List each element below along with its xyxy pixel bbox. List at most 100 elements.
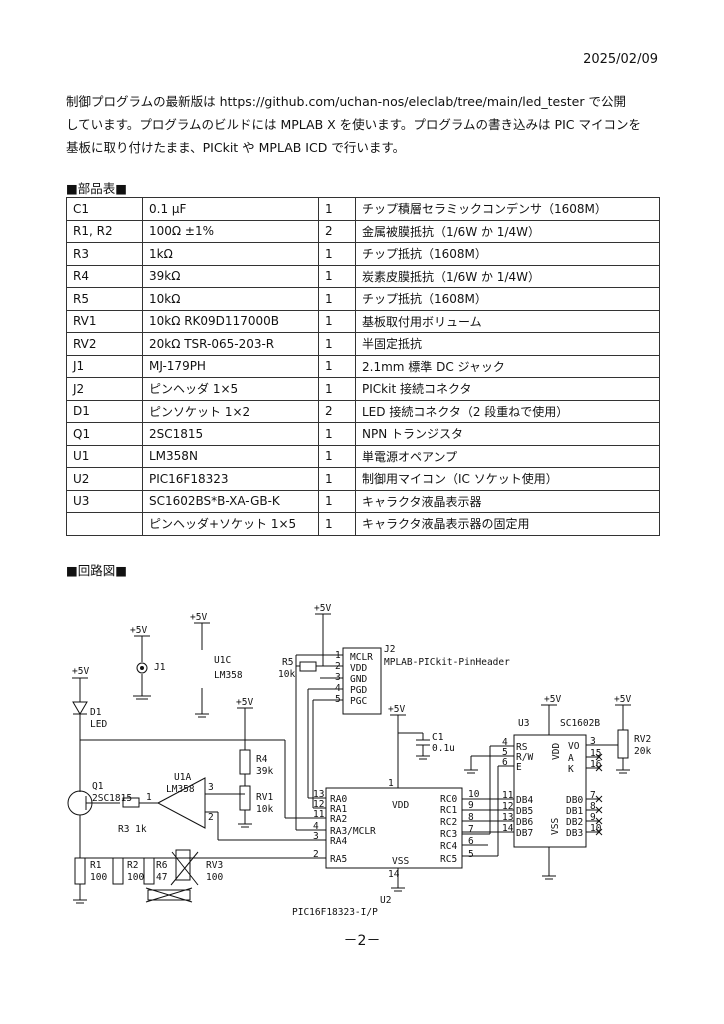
u2-right-pin-number: 10 (468, 789, 480, 800)
part-qty-cell: 1 (318, 309, 356, 333)
r5-label: R5 (282, 657, 293, 668)
svg-text:14: 14 (388, 869, 400, 880)
opamp-power-u1c: +5V U1C LM358 (190, 612, 243, 718)
divider-r4-rv1: +5V R4 39k RV1 10k (236, 697, 320, 828)
vcc-label: +5V (130, 625, 147, 636)
u2-right-pin-number: 5 (468, 849, 474, 860)
svg-text:2: 2 (208, 812, 214, 823)
part-desc-cell: キャラクタ液晶表示器 (355, 489, 660, 513)
part-qty-cell: 1 (318, 197, 356, 221)
r4-value-label: 39k (256, 766, 273, 777)
u3-left-pin-number: 6 (502, 757, 508, 768)
u1c-label: U1C (214, 655, 231, 666)
u3-db-pin-label: DB1 (566, 806, 583, 817)
u2-left-pin-number: 3 (313, 831, 319, 842)
part-desc-cell: 基板取付用ボリューム (355, 309, 660, 333)
u3-right-pin-label: VO (568, 741, 580, 752)
part-qty-cell: 1 (318, 422, 356, 446)
u3-right-pin-label: A (568, 753, 574, 764)
j2-pin-label: PGD (350, 685, 367, 696)
part-value-cell: SC1602BS*B-XA-GB-K (142, 489, 319, 513)
u3-left-pin-number: 14 (502, 823, 514, 834)
u2-label: U2 (380, 895, 391, 906)
sense-resistors: R1 100 R2 100 R6 47 RV3 100 (73, 839, 320, 904)
j2-label: J2 (384, 644, 395, 655)
intro-line-2: しています。プログラムのビルドには MPLAB X を使います。プログラムの書き… (66, 117, 641, 132)
d1-part-label: LED (90, 719, 107, 730)
u2-part-label: PIC16F18323-I/P (292, 907, 378, 918)
u3-left-pin-number: 5 (502, 747, 508, 758)
lcd-u3: +5V U3 SC1602B VDD VSS RS4R/W5E6DB411DB5… (462, 694, 651, 880)
part-qty-cell: 2 (318, 219, 356, 243)
u3-vdd-label: VDD (551, 743, 562, 760)
u3-part-label: SC1602B (560, 718, 600, 729)
u2-left-pin-label: RA5 (330, 854, 347, 865)
u3-left-pin-label: DB6 (516, 817, 533, 828)
part-value-cell: 39kΩ (142, 264, 319, 288)
q1-label: Q1 (92, 781, 104, 792)
j2-pin-label: VDD (350, 663, 367, 674)
u2-left-pin-number: 4 (313, 821, 319, 832)
left-vcc-label: +5V (72, 666, 89, 677)
u2-vcc-label: +5V (388, 704, 405, 715)
u2-left-pin-label: RA0 (330, 794, 347, 805)
q1-part-label: 2SC1815 (92, 793, 132, 804)
u2-left-pin-label: RA1 (330, 804, 347, 815)
part-ref-cell: R3 (66, 242, 143, 266)
u3-vcc-label: +5V (544, 694, 561, 705)
u3-db-pin-label: DB3 (566, 828, 583, 839)
u3-left-pin-label: R/W (516, 752, 533, 763)
part-qty-cell: 1 (318, 354, 356, 378)
c1-label: C1 (432, 732, 444, 743)
u2-right-pin-label: RC3 (440, 829, 457, 840)
j2-vcc-label: +5V (314, 603, 331, 614)
r3-label: R3 1k (118, 824, 147, 835)
j2-pin-label: GND (350, 674, 367, 685)
u3-db-pin-number: 8 (590, 801, 596, 812)
u3-db-pin-label: DB0 (566, 795, 583, 806)
part-value-cell: 20kΩ TSR-065-203-R (142, 332, 319, 356)
part-desc-cell: PICkit 接続コネクタ (355, 377, 660, 401)
u2-right-pin-label: RC5 (440, 854, 457, 865)
u3-left-pin-number: 12 (502, 801, 513, 812)
part-value-cell: 1kΩ (142, 242, 319, 266)
part-qty-cell: 1 (318, 467, 356, 491)
r2-value-label: 100 (127, 872, 144, 883)
part-ref-cell: U3 (66, 489, 143, 513)
part-value-cell: PIC16F18323 (142, 467, 319, 491)
u2-right-pin-number: 6 (468, 836, 474, 847)
part-ref-cell: Q1 (66, 422, 143, 446)
part-qty-cell: 1 (318, 512, 356, 536)
j2-pin-label: PGC (350, 696, 367, 707)
part-ref-cell: RV1 (66, 309, 143, 333)
u2-vdd-label: VDD (392, 800, 409, 811)
u3-left-pin-label: RS (516, 742, 528, 753)
d1-label: D1 (90, 707, 102, 718)
u1c-part-label: LM358 (214, 670, 243, 681)
u3-db-pin-label: DB2 (566, 817, 583, 828)
circuit-diagram-heading: ■回路図■ (66, 563, 128, 578)
j2-pin-number: 2 (335, 661, 341, 672)
part-desc-cell: 金属被膜抵抗（1/6W か 1/4W） (355, 219, 660, 243)
part-value-cell: ピンソケット 1×2 (142, 399, 319, 423)
document-date: 2025/02/09 (583, 52, 658, 67)
parts-list-heading: ■部品表■ (66, 181, 128, 196)
part-value-cell: 10kΩ RK09D117000B (142, 309, 319, 333)
j2-pin-label: MCLR (350, 652, 373, 663)
part-desc-cell: キャラクタ液晶表示器の固定用 (355, 512, 660, 536)
u3-vss-label: VSS (550, 818, 561, 835)
part-ref-cell: U1 (66, 444, 143, 468)
dc-jack-j1: +5V J1 (130, 625, 166, 700)
u2-right-pin-label: RC4 (440, 841, 457, 852)
part-ref-cell: C1 (66, 197, 143, 221)
mcu-u2: +5V C1 0.1u VDD VSS RA013RA112RA211RA3/M… (292, 704, 480, 918)
u3-left-pin-label: DB7 (516, 828, 533, 839)
u2-right-pin-label: RC2 (440, 817, 457, 828)
part-ref-cell: J2 (66, 377, 143, 401)
